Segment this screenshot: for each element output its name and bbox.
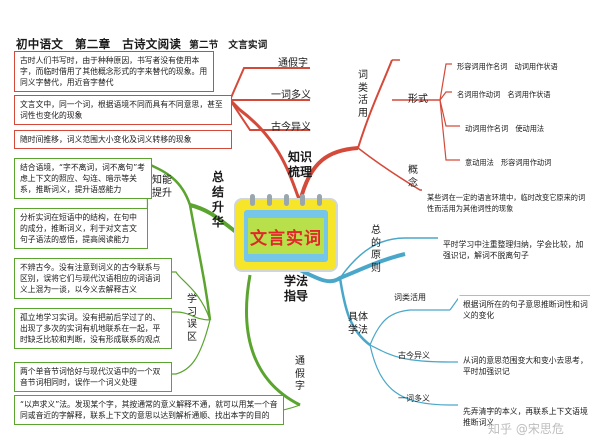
label-tongjiazi-vertical: 通假字 bbox=[295, 356, 305, 392]
label-juti-xuefa: 具体学法 bbox=[348, 312, 368, 336]
label-xingshi: 形式 bbox=[408, 94, 428, 105]
label-gujinyiyi-method: 古今异义 bbox=[398, 351, 430, 360]
label-xuexi-wuqu: 学习误区 bbox=[187, 294, 197, 343]
method-box-2: 从词的意思范围变大和变小去思考，平时加强识记 bbox=[458, 352, 594, 380]
form-item-2: 名词用作动词 名词用作状语 bbox=[452, 86, 592, 103]
method-box-3: 先弄清字的本义，再联系上下文语境推断词义 bbox=[458, 403, 594, 431]
knowledge-tongjiazi-box: 古时人们书写时，由于种种原因，书写者没有使用本字，而临时借用了其他概念形式的字来… bbox=[14, 51, 214, 92]
title-sub: 第二节 文言实词 bbox=[189, 40, 268, 51]
title-main: 初中语文 第二章 古诗文阅读 bbox=[16, 37, 182, 51]
page-title: 初中语文 第二章 古诗文阅读第二节 文言实词 bbox=[16, 36, 268, 52]
form-item-3: 动词用作名词 使动用法 bbox=[460, 120, 592, 137]
label-zong-de-yuanze: 总的原则 bbox=[371, 225, 381, 274]
watermark: 知乎 @宋思危 bbox=[488, 422, 564, 436]
summary-box-4: 孤立地学习实词。没有把前后学过了的、出现了多次的实词有机地联系在一起，平时缺乏比… bbox=[14, 308, 172, 349]
branch-summary: 总结升华 bbox=[211, 170, 224, 229]
knowledge-yiciduoyi-text: 文言文中，同一个词，根据语境不同而具有不同意思，甚至词性也变化的现象 bbox=[20, 100, 223, 120]
knowledge-yiciduoyi-box: 文言文中，同一个词，根据语境不同而具有不同意思，甚至词性也变化的现象 bbox=[14, 95, 232, 125]
summary-box-2: 分析实词在短语中的结构，在句中的成分，推断词义，利于对文言文句子语法的感悟，提高… bbox=[14, 208, 148, 249]
label-cileihuoyong-method: 词类活用 bbox=[394, 293, 426, 302]
summary-box-6: “以声求义”法。发现某个字，其按通常的意义解释不通，就可以用某一个音同或音近的字… bbox=[14, 395, 284, 425]
method-principle-box: 平时学习中注重整理归纳，学会比较，加强识记，解词不脱离句子 bbox=[438, 236, 594, 264]
label-zhineng-tisheng: 知能提升 bbox=[152, 175, 172, 199]
center-node: 文言实词 bbox=[236, 194, 336, 270]
branch-method: 学法指导 bbox=[283, 274, 308, 303]
label-gujinyiyi: 古今异义 bbox=[271, 122, 311, 133]
binder-rings bbox=[250, 194, 322, 206]
label-cilei-huoyong: 词类活用 bbox=[358, 70, 368, 119]
branch-knowledge: 知识梳理 bbox=[287, 150, 312, 179]
summary-box-3: 不辨古今。没有注意到词义的古今联系与区别，误将它们与现代汉语相应的词语词义上混为… bbox=[14, 258, 172, 299]
knowledge-gujinyiyi-box: 随时间推移，词义范围大小变化及词义转移的现象 bbox=[14, 130, 232, 149]
method-box-1: 根据词所在的句子意思推断词性和词义的变化 bbox=[458, 296, 594, 324]
label-yiciduoyi: 一词多义 bbox=[271, 90, 311, 101]
summary-box-5: 两个单音节词恰好与现代汉语中的一个双音节词相同时，误作一个词义处理 bbox=[14, 362, 172, 392]
summary-box-1: 结合语境，“字不离词，词不离句”考虑上下文的照应、勾连、暗示等关系，推断词义，提… bbox=[14, 158, 152, 199]
knowledge-tongjiazi-text: 古时人们书写时，由于种种原因，书写者没有使用本字，而临时借用了其他概念形式的字来… bbox=[20, 56, 208, 87]
concept-box: 某些词在一定的语言环境中，临时改变它原来的词性而活用为其他词性的现象 bbox=[422, 189, 594, 217]
center-label: 文言实词 bbox=[250, 228, 322, 249]
label-gainian: 概念 bbox=[408, 165, 418, 189]
label-tongjiazi: 通假字 bbox=[278, 58, 308, 69]
label-yiciduoyi-method: 一词多义 bbox=[398, 394, 430, 403]
form-item-4: 意动用法 形容词用作动词 bbox=[460, 154, 592, 171]
form-item-1: 形容词用作名词 动词用作状语 bbox=[452, 58, 592, 75]
knowledge-gujinyiyi-text: 随时间推移，词义范围大小变化及词义转移的现象 bbox=[20, 135, 192, 144]
